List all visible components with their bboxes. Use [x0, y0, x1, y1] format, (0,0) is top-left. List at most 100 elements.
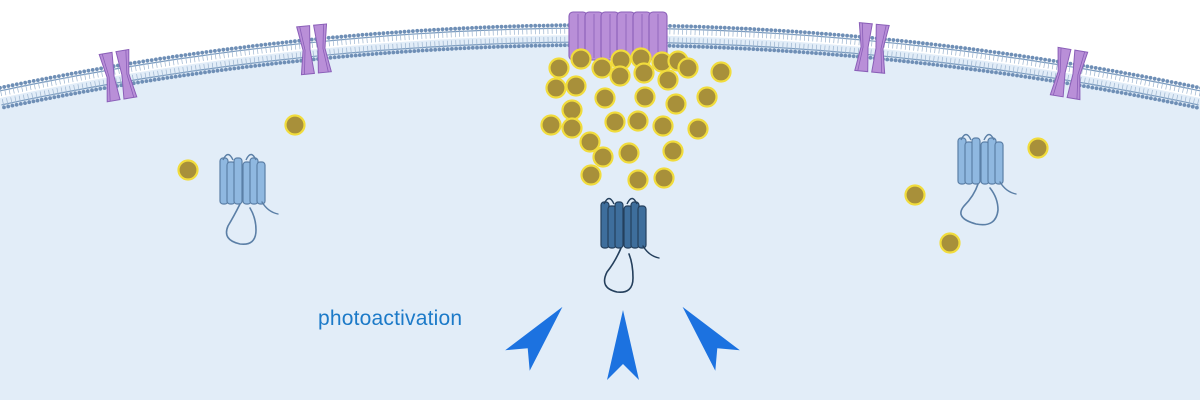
calcium-ion-icon [710, 61, 732, 83]
lipid-head [204, 50, 209, 54]
lipid-head [31, 79, 36, 83]
lipid-head [998, 71, 1003, 75]
lipid-head [897, 58, 902, 63]
lipid-head [994, 70, 998, 75]
lipid-head [191, 51, 196, 56]
lipid-head [60, 93, 65, 98]
lipid-head [1089, 65, 1094, 69]
lipid-head [1030, 55, 1035, 60]
lipid-head [960, 66, 965, 70]
lipid-head [500, 44, 504, 49]
lipid-head [335, 35, 339, 39]
calcium-ion-icon [565, 75, 587, 97]
lipid-head [747, 47, 751, 51]
lipid-head [148, 78, 153, 83]
lipid-head [814, 51, 818, 56]
ion-channel-icon [296, 23, 332, 76]
lipid-head [765, 28, 769, 32]
lipid-head [916, 40, 921, 45]
lipid-head [1023, 74, 1028, 79]
lipid-head [931, 62, 936, 67]
lipid-head [173, 74, 178, 79]
lipid-head [851, 54, 856, 59]
lipid-head [718, 25, 723, 30]
lipid-head [769, 28, 774, 32]
lipid-head [685, 24, 689, 29]
lipid-head [90, 88, 94, 93]
lipid-head [1115, 90, 1120, 94]
lipid-head [798, 30, 803, 34]
lipid-head [36, 78, 40, 82]
lipid-head [362, 52, 366, 57]
calcium-ion-icon [592, 146, 614, 168]
channel-subunit [98, 51, 121, 103]
lipid-head [705, 45, 710, 49]
ion-channel-icon [98, 48, 138, 103]
lipid-head [803, 30, 807, 35]
lipid-head [132, 60, 137, 65]
lipid-head [1174, 101, 1178, 106]
channel-subunit [1049, 46, 1072, 98]
calcium-ion-icon [652, 115, 674, 137]
receptor-tail [642, 245, 660, 259]
lipid-head [692, 44, 697, 49]
lipid-head [102, 86, 107, 90]
lipid-head [853, 34, 858, 39]
receptor-tail [603, 247, 634, 294]
lipid-head [689, 24, 693, 29]
lipid-head [958, 45, 963, 50]
lipid-head [1132, 93, 1137, 97]
lipid-head [23, 80, 28, 85]
lipid-head [2, 105, 6, 110]
lipid-head [512, 44, 517, 49]
photon-arrow-icon [607, 310, 639, 380]
lipid-head [503, 24, 508, 29]
lipid-head [1022, 54, 1026, 59]
lipid-head [370, 52, 375, 56]
lipid-head [1026, 55, 1031, 59]
lipid-head [165, 76, 170, 80]
lipid-head [56, 94, 61, 99]
lipid-head [85, 89, 90, 93]
lipid-head [835, 53, 839, 57]
lipid-head [942, 43, 946, 48]
lipid-head [996, 50, 1001, 55]
lipid-head [818, 51, 823, 56]
lipid-head [499, 24, 504, 29]
receptor-helix [233, 157, 243, 205]
calcium-ion-icon [677, 57, 699, 79]
lipid-head [186, 72, 191, 77]
lipid-head [563, 43, 567, 48]
lipid-head [967, 46, 972, 51]
lipid-head [0, 85, 2, 90]
lipid-head [988, 49, 993, 54]
lipid-head [847, 54, 852, 58]
lipid-head [801, 50, 806, 55]
lipid-head [1119, 70, 1123, 75]
lipid-head [1110, 68, 1115, 73]
lipid-head [293, 39, 297, 44]
lipid-head [830, 52, 835, 57]
lipid-head [1111, 89, 1116, 94]
channel-subunit [1066, 49, 1089, 101]
lipid-head [1127, 72, 1132, 76]
lipid-head [1051, 59, 1056, 63]
lipid-head [402, 29, 407, 34]
lipid-head [763, 47, 768, 52]
lipid-head [1005, 52, 1010, 56]
lipid-head [819, 31, 824, 36]
lipid-head [1098, 66, 1102, 71]
lipid-head [207, 69, 212, 74]
calcium-ion-icon [904, 184, 926, 206]
lipid-head [1031, 76, 1036, 80]
channel-ridge [125, 49, 135, 98]
lipid-head [203, 70, 207, 75]
lipid-head [676, 44, 680, 48]
lipid-head [272, 41, 276, 46]
lipid-head [562, 23, 567, 28]
receptor-loop [222, 153, 234, 161]
receptor-loop [626, 197, 638, 205]
lipid-head [943, 64, 948, 68]
lipid-head [331, 35, 335, 40]
lipid-head [1013, 53, 1018, 57]
